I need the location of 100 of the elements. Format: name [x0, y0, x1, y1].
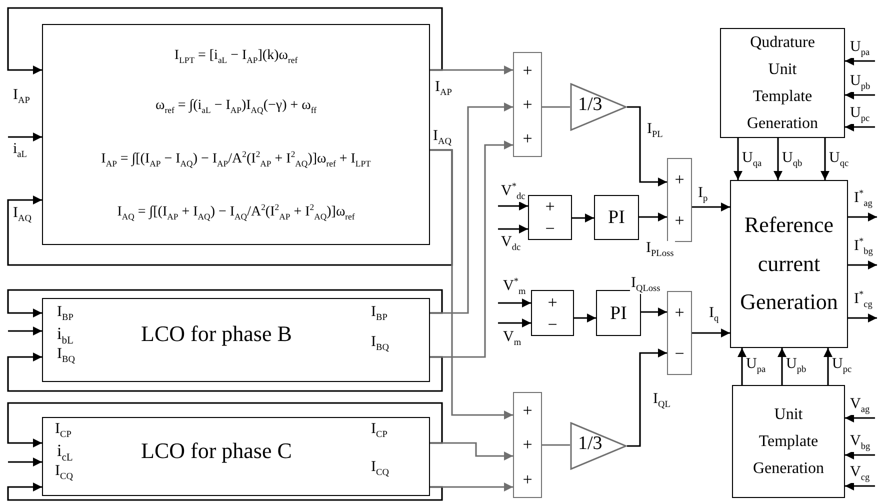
- edge-label: I$_{AQ}$: [432, 129, 452, 148]
- edge-label: U$_{pc}$: [849, 106, 871, 124]
- sign-symbol: +: [522, 436, 532, 454]
- block-title: Qudrature Unit Template Generation: [746, 32, 820, 134]
- block-title: Reference current Generation: [739, 211, 839, 316]
- arrow: [498, 318, 531, 328]
- edge-label: U$_{pa}$: [849, 40, 871, 58]
- arrow: [778, 348, 786, 385]
- edge-label: I$_{p}$: [697, 186, 709, 204]
- observer-block: [42, 298, 430, 382]
- arrow: [738, 348, 746, 385]
- sign-symbol: −: [674, 345, 684, 362]
- sign-symbol: +: [674, 304, 684, 321]
- arrow: [627, 106, 667, 186]
- arrow: [824, 348, 832, 385]
- process-block: [732, 385, 845, 498]
- block-label: PI: [608, 208, 625, 227]
- summing-junction: [667, 158, 692, 242]
- signal-label: I$_{CP}$: [371, 422, 388, 440]
- arrow: [430, 442, 513, 460]
- edge-label: I$_{AQ}$: [12, 206, 32, 224]
- edge-label: I$_{PLoss}$: [645, 241, 675, 260]
- arrow: [572, 214, 594, 222]
- equation-block: [42, 24, 430, 245]
- arrow: [845, 482, 875, 490]
- sign-symbol: +: [674, 212, 684, 229]
- edge-label: U$_{pc}$: [831, 357, 853, 376]
- process-block: [720, 28, 845, 138]
- edge-label: I$_{QLoss}$: [630, 276, 662, 294]
- signal-label: I$_{BQ}$: [57, 347, 75, 366]
- block-title: Unit Template Generation: [752, 404, 826, 480]
- arrow: [845, 90, 875, 100]
- edge-label: V$_{bg}$: [849, 434, 872, 452]
- arrow: [498, 202, 528, 210]
- comparator-block: [528, 195, 572, 240]
- arrow: [430, 66, 513, 74]
- arrow: [430, 482, 513, 492]
- sign-symbol: +: [522, 62, 532, 79]
- process-block: [730, 180, 848, 348]
- arrow: [7, 352, 443, 392]
- arrow: [430, 140, 513, 358]
- observer-block: [42, 417, 430, 496]
- arrow: [845, 56, 875, 66]
- arrow: [845, 414, 875, 422]
- block-label: PI: [610, 304, 627, 322]
- arrow: [574, 314, 596, 322]
- gain-value: 1/3: [578, 434, 602, 453]
- edge-label: I$_{q}$: [708, 306, 720, 324]
- edge-label: U$_{qb}$: [781, 151, 804, 170]
- sign-symbol: +: [522, 471, 532, 488]
- comparator-block: [531, 290, 574, 336]
- signal-label: i$_{bL}$: [57, 325, 74, 347]
- sign-symbol: +: [522, 96, 532, 113]
- edge-label: U$_{qc}$: [828, 151, 850, 170]
- edge-label: I$_{QL}$: [652, 392, 672, 410]
- arrow: [430, 102, 513, 314]
- equation: I$_{LPT}$ = [i$_{aL}$ − I$_{AP}$](k)ω$_{ref}$: [174, 48, 298, 65]
- arrow: [639, 212, 667, 222]
- arrow: [820, 138, 830, 180]
- arrow: [774, 138, 782, 180]
- edge-label: U$_{pb}$: [849, 74, 872, 92]
- summing-junction: [513, 392, 542, 498]
- edge-label: i$_{aL}$: [12, 142, 28, 160]
- gain-value: 1/3: [578, 95, 602, 114]
- equation: I$_{AQ}$ = ∫[(I$_{AP}$ + I$_{AQ}$) − I$_{AQ}$/A$^{2}$(I$^{2}$$_{AP}$ + I$^{2}$$_{AQ}$)]ω$_{ref}$: [117, 202, 355, 222]
- arrow: [8, 458, 42, 466]
- arrow: [692, 202, 730, 212]
- arrow: [8, 132, 42, 142]
- block-title: LCO for phase B: [141, 323, 292, 345]
- signal-label: I$_{BP}$: [371, 305, 388, 324]
- arrow: [627, 348, 667, 447]
- sign-symbol: +: [548, 294, 558, 310]
- signal-label: I$_{CQ}$: [371, 460, 389, 478]
- arrow: [7, 482, 443, 501]
- arrow: [7, 402, 443, 448]
- summing-junction: [513, 52, 542, 157]
- block-title: LCO for phase C: [141, 440, 292, 462]
- arrow: [845, 122, 875, 132]
- arrow: [848, 212, 877, 222]
- arrow: [430, 149, 513, 420]
- pi-controller-block: [594, 195, 639, 240]
- arrow: [498, 224, 528, 234]
- edge-label: V$_{dc}$: [500, 235, 522, 254]
- signal-label: I$_{CQ}$: [55, 464, 73, 482]
- arrow: [641, 308, 667, 316]
- equation: I$_{AP}$ = ∫[(I$_{AP}$ − I$_{AQ}$) − I$_{AP}$/A$^{2}$(I$^{2}$$_{AP}$ + I$^{2}$$_{AQ}$)]ω$_{ref}$ + I$_{LPT}$: [101, 148, 371, 168]
- summing-junction: [667, 291, 692, 375]
- signal-label: I$_{BP}$: [57, 305, 74, 324]
- arrow: [7, 7, 443, 74]
- arrow: [7, 289, 443, 318]
- edge-label: U$_{pb}$: [785, 357, 808, 376]
- signal-label: I$_{BQ}$: [371, 335, 389, 354]
- edge-label: V$_{cg}$: [849, 465, 871, 484]
- sign-symbol: +: [545, 198, 555, 216]
- arrow: [734, 138, 742, 180]
- arrow: [848, 260, 877, 270]
- arrow: [692, 328, 730, 338]
- sign-symbol: +: [522, 130, 532, 148]
- edge-label: V$_{ag}$: [849, 397, 871, 416]
- sign-symbol: +: [674, 171, 684, 188]
